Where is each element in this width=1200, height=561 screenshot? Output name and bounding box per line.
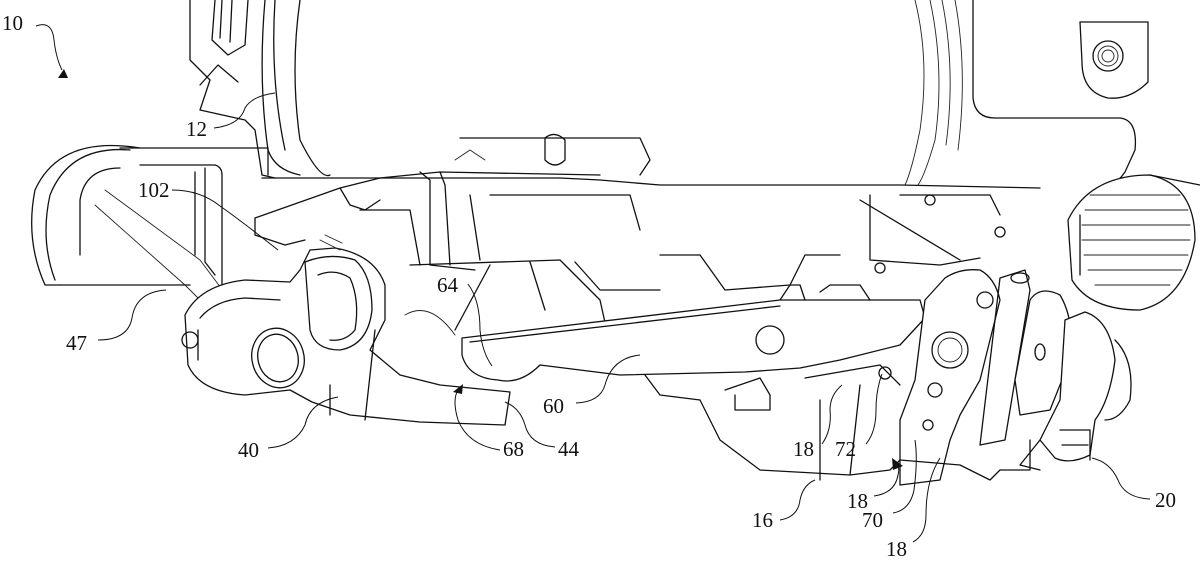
ref-18a: 18 (793, 384, 843, 461)
ref-12-label: 12 (186, 117, 207, 141)
ref-102: 102 (138, 178, 279, 251)
ref-60-label: 60 (543, 394, 564, 418)
ref-18c-label: 18 (886, 537, 907, 561)
ref-68-label: 68 (503, 437, 524, 461)
ref-47: 47 (66, 289, 167, 355)
ref-64-label: 64 (437, 273, 459, 297)
ref-72-label: 72 (835, 437, 856, 461)
connecting-link (461, 284, 926, 401)
ref-72-leader (865, 373, 883, 445)
ref-47-label: 47 (66, 331, 87, 355)
ref-102-leader (171, 189, 279, 251)
ref-44: 44 (504, 401, 580, 461)
ref-64-leader (467, 283, 493, 367)
ref-20-label: 20 (1155, 488, 1176, 512)
ref-70-leader (892, 439, 917, 514)
ref-18c: 18 (886, 457, 941, 561)
ref-18b-leader (873, 464, 900, 497)
ref-20-leader (1091, 457, 1151, 500)
ref-68-arrow-icon (453, 384, 463, 394)
ref-68-leader (454, 389, 501, 451)
ref-10-label: 10 (2, 11, 23, 35)
ref-60-leader (575, 354, 641, 404)
ref-102-label: 102 (138, 178, 170, 202)
ref-44-leader (504, 401, 556, 448)
ref-18c-leader (912, 457, 941, 543)
ref-68: 68 (453, 384, 524, 461)
ref-70-label: 70 (862, 508, 883, 532)
ref-72: 72 (835, 373, 883, 461)
ref-60: 60 (543, 354, 641, 418)
ref-44-label: 44 (558, 437, 580, 461)
ref-18b: 18 (847, 458, 903, 513)
reference-annotations: 10 12 102 47 40 64 (2, 11, 1176, 561)
ref-12: 12 (186, 92, 276, 141)
actuator (979, 174, 1200, 471)
ref-40-label: 40 (238, 438, 259, 462)
upper-housing (189, 0, 561, 179)
ref-18b-arrow-icon (892, 458, 903, 470)
bracket (254, 171, 641, 271)
ref-16-label: 16 (752, 508, 773, 532)
ref-16: 16 (752, 479, 816, 532)
ref-64: 64 (437, 273, 493, 367)
linkage-plate (659, 194, 1031, 486)
right-housing (904, 0, 1149, 186)
ref-18a-leader (821, 384, 843, 445)
ref-18b-label: 18 (847, 489, 868, 513)
latch-body (181, 234, 511, 426)
ref-47-leader (97, 289, 167, 341)
ref-16-leader (779, 479, 816, 521)
ref-12-leader (213, 92, 276, 129)
frame-rail (119, 133, 1041, 286)
ref-18a-label: 18 (793, 437, 814, 461)
ref-10-arrow-icon (58, 69, 68, 78)
ref-10-leader (35, 24, 63, 71)
ref-10: 10 (2, 11, 68, 78)
ref-70: 70 (862, 439, 917, 532)
ref-40-leader (267, 396, 339, 449)
ref-20: 20 (1091, 457, 1176, 512)
ref-40: 40 (238, 396, 339, 462)
